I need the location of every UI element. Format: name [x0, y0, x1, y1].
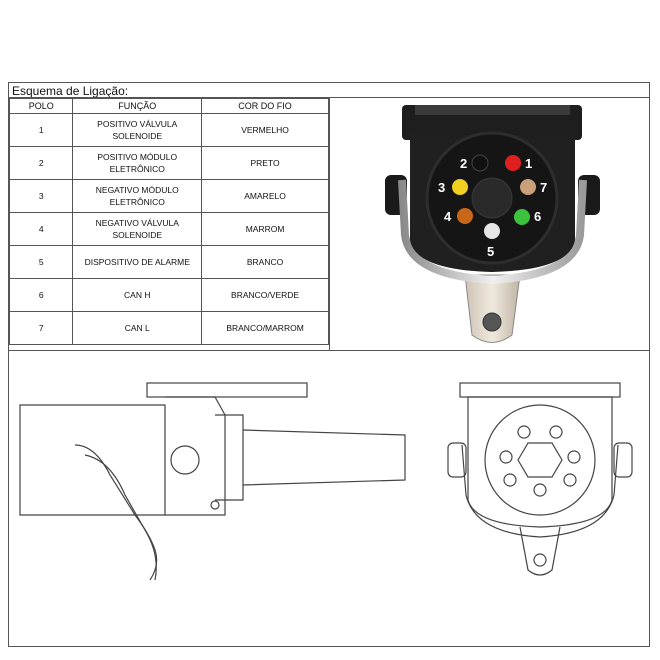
pin-2-dot [471, 154, 489, 172]
title-divider [8, 97, 650, 98]
pin-4: 4 [444, 208, 473, 224]
front-pins [499, 425, 581, 497]
cell-polo: 7 [8, 311, 74, 345]
pin-1: 1 [505, 155, 532, 171]
pin-5-label: 5 [487, 244, 494, 259]
pin-4-dot [457, 208, 473, 224]
pin-5: 5 [484, 223, 500, 259]
side-screw-icon [210, 500, 220, 510]
front-right-latch [613, 442, 633, 478]
front-body [467, 396, 613, 528]
pin-6-dot [514, 209, 530, 225]
cell-cor: BRANCO [201, 245, 329, 279]
front-pin [567, 450, 581, 464]
side-rear-body [19, 404, 166, 516]
section-divider [8, 350, 650, 351]
wiring-table: POLO FUNÇÃO COR DO FIO 1 POSITIVO VÁLVUL… [8, 98, 329, 345]
cell-cor: BRANCO/MARROM [201, 311, 329, 345]
metal-bail [398, 179, 587, 285]
table-row: 2 POSITIVO MÓDULO ELETRÔNICO PRETO [8, 146, 329, 180]
front-pin [549, 425, 563, 439]
pin-3-dot [452, 179, 468, 195]
table-row: 3 NEGATIVO MÓDULO ELETRÔNICO AMARELO [8, 179, 329, 213]
pin-4-label: 4 [444, 209, 452, 224]
pin-6: 6 [514, 209, 541, 225]
pin-7-label: 7 [540, 180, 547, 195]
pin-3-label: 3 [438, 180, 445, 195]
table-row: 6 CAN H BRANCO/VERDE [8, 278, 329, 312]
mounting-hole-icon [482, 312, 502, 332]
pin-6-label: 6 [534, 209, 541, 224]
pin-7-dot [520, 179, 536, 195]
front-hole-icon [533, 553, 547, 567]
cell-funcao: NEGATIVO VÁLVULA SOLENOIDE [72, 212, 203, 246]
front-pin [517, 425, 531, 439]
side-plug [242, 429, 406, 486]
flange-edge [415, 105, 570, 115]
pin-7: 7 [520, 179, 547, 195]
center-key [471, 177, 513, 219]
header-funcao: FUNÇÃO [72, 98, 203, 114]
cell-funcao: NEGATIVO MÓDULO ELETRÔNICO [72, 179, 203, 213]
side-collar [215, 414, 244, 501]
front-tab [519, 526, 561, 576]
pin-1-label: 1 [525, 156, 532, 171]
cell-funcao: POSITIVO MÓDULO ELETRÔNICO [72, 146, 203, 180]
cell-cor: MARROM [201, 212, 329, 246]
cell-polo: 1 [8, 113, 74, 147]
front-pin [503, 473, 517, 487]
front-key [517, 442, 563, 478]
front-flange [459, 382, 621, 398]
table-row: 4 NEGATIVO VÁLVULA SOLENOIDE MARROM [8, 212, 329, 246]
table-row: 5 DISPOSITIVO DE ALARME BRANCO [8, 245, 329, 279]
cell-polo: 3 [8, 179, 74, 213]
side-pivot-icon [170, 445, 200, 475]
connector-side-view [19, 382, 406, 581]
pin-5-dot [484, 223, 500, 239]
cell-cor: PRETO [201, 146, 329, 180]
diagram-frame [8, 82, 650, 647]
pin-2-label: 2 [460, 156, 467, 171]
cell-polo: 4 [8, 212, 74, 246]
table-header-row: POLO FUNÇÃO COR DO FIO [8, 98, 329, 114]
cell-funcao: CAN H [72, 278, 203, 312]
side-lever [74, 444, 158, 581]
cell-funcao: DISPOSITIVO DE ALARME [72, 245, 203, 279]
side-lever-inner [84, 454, 157, 581]
header-cor: COR DO FIO [201, 98, 329, 114]
table-row: 1 POSITIVO VÁLVULA SOLENOIDE VERMELHO [8, 113, 329, 147]
front-face [484, 404, 596, 516]
pin-2: 2 [460, 154, 489, 172]
connector-front-view [447, 382, 633, 576]
front-bail [461, 444, 619, 538]
connector-photo: 1 2 3 4 5 6 7 [385, 105, 600, 343]
table-row: 7 CAN L BRANCO/MARROM [8, 311, 329, 345]
cell-polo: 2 [8, 146, 74, 180]
mounting-tab [464, 274, 521, 343]
cell-funcao: CAN L [72, 311, 203, 345]
front-pin [563, 473, 577, 487]
cell-funcao: POSITIVO VÁLVULA SOLENOIDE [72, 113, 203, 147]
cell-cor: AMARELO [201, 179, 329, 213]
front-pin [499, 450, 513, 464]
front-left-latch [447, 442, 467, 478]
header-polo: POLO [8, 98, 74, 114]
side-flange [146, 382, 308, 398]
cell-cor: BRANCO/VERDE [201, 278, 329, 312]
pin-3: 3 [438, 179, 468, 195]
diagram-title: Esquema de Ligação: [12, 84, 129, 98]
table-photo-divider [329, 98, 330, 350]
front-pin [533, 483, 547, 497]
pin-1-dot [505, 155, 521, 171]
cell-polo: 6 [8, 278, 74, 312]
cell-cor: VERMELHO [201, 113, 329, 147]
cell-polo: 5 [8, 245, 74, 279]
